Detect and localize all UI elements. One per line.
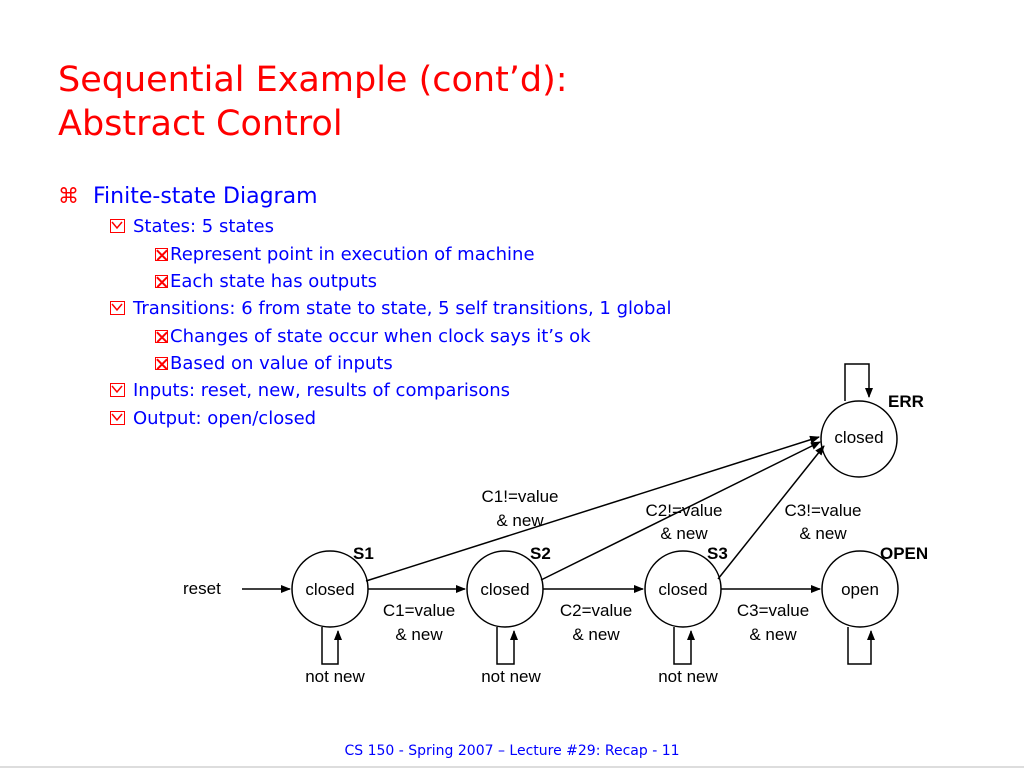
self-loop-label-s3: not new <box>658 667 718 686</box>
state-open-name: OPEN <box>880 544 928 563</box>
checkbox-x-icon <box>155 330 168 343</box>
bullet-item: Based on value of inputs <box>155 353 393 374</box>
checkbox-x-icon <box>155 275 168 288</box>
bullet-text: Changes of state occur when clock says i… <box>170 326 591 347</box>
bullet-text: Finite-state Diagram <box>93 184 318 209</box>
transition-s1-err <box>365 435 820 582</box>
self-loop-label-s1: not new <box>305 667 365 686</box>
transition-label: & new <box>496 511 544 530</box>
transition-label: & new <box>395 625 443 644</box>
bullet-item: Transitions: 6 from state to state, 5 se… <box>110 298 671 319</box>
checkbox-x-icon <box>155 248 168 261</box>
transition-label: C3=value <box>737 601 809 620</box>
transition-label: & new <box>660 524 708 543</box>
transition-s3-err <box>717 445 825 580</box>
transition-label: C1!=value <box>481 487 558 506</box>
state-open-output: open <box>841 580 879 599</box>
bullet-text: Each state has outputs <box>170 271 378 292</box>
slide-title: Sequential Example (cont’d): Abstract Co… <box>58 58 568 146</box>
bullet-item: ⌘ Finite-state Diagram <box>58 184 318 209</box>
state-s2-output: closed <box>480 580 529 599</box>
bullet-item: States: 5 states <box>110 216 274 237</box>
state-err-circle <box>820 400 898 478</box>
state-s3-name: S3 <box>707 544 728 563</box>
transition-label: C1=value <box>383 601 455 620</box>
bullet-item: Changes of state occur when clock says i… <box>155 326 591 347</box>
footer-divider <box>0 766 1024 768</box>
title-line-2: Abstract Control <box>58 104 343 144</box>
state-err-name: ERR <box>888 392 924 411</box>
self-loop-label-s2: not new <box>481 667 541 686</box>
checkbox-check-icon <box>110 383 125 397</box>
slide-footer: CS 150 - Spring 2007 – Lecture #29: Reca… <box>344 743 680 759</box>
checkbox-x-icon <box>155 357 168 370</box>
checkbox-check-icon <box>110 411 125 425</box>
transition-label: C2!=value <box>645 501 722 520</box>
state-s1-output: closed <box>305 580 354 599</box>
state-s2-name: S2 <box>530 544 551 563</box>
transition-label: & new <box>799 524 847 543</box>
self-loop-s1 <box>321 627 342 665</box>
transition-label: C3!=value <box>784 501 861 520</box>
bullet-item: Each state has outputs <box>155 271 377 292</box>
self-loop-s3 <box>673 627 695 665</box>
checkbox-check-icon <box>110 301 125 315</box>
transition-s2-err <box>540 441 821 581</box>
state-s1-name: S1 <box>353 544 374 563</box>
bullet-text: Transitions: 6 from state to state, 5 se… <box>133 298 672 319</box>
transition-label: C2=value <box>560 601 632 620</box>
self-loop-open <box>847 627 875 665</box>
bullet-text: Based on value of inputs <box>170 353 393 374</box>
self-loop-s2 <box>496 627 518 665</box>
command-key-icon: ⌘ <box>58 184 79 208</box>
bullet-text: Inputs: reset, new, results of compariso… <box>133 380 511 401</box>
self-loop-err <box>844 363 873 401</box>
checkbox-check-icon <box>110 219 125 233</box>
state-err-output: closed <box>834 428 883 447</box>
bullet-text: Represent point in execution of machine <box>170 244 535 265</box>
bullet-text: States: 5 states <box>133 216 274 237</box>
reset-label: reset <box>183 579 221 598</box>
bullet-text: Output: open/closed <box>133 408 317 429</box>
transition-label: & new <box>572 625 620 644</box>
bullet-item: Inputs: reset, new, results of compariso… <box>110 380 510 401</box>
title-line-1: Sequential Example (cont’d): <box>58 60 568 100</box>
bullet-item: Represent point in execution of machine <box>155 244 535 265</box>
state-s3-output: closed <box>658 580 707 599</box>
state-open-circle <box>821 550 899 628</box>
bullet-item: Output: open/closed <box>110 408 316 429</box>
transition-label: & new <box>749 625 797 644</box>
